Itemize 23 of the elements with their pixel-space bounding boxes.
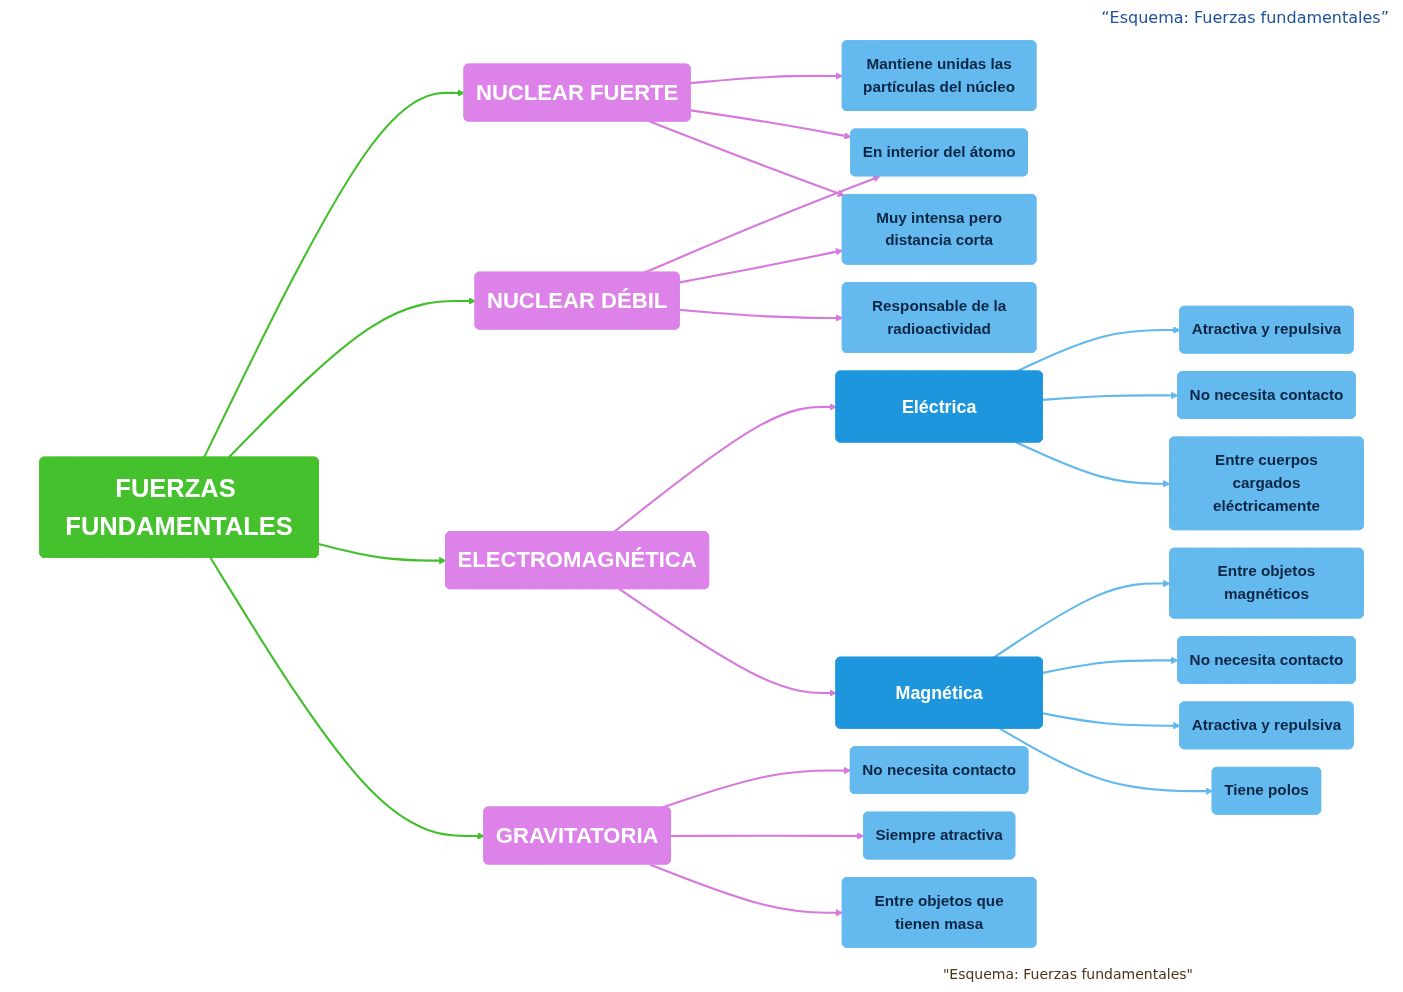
arrow [649, 863, 844, 917]
arrow [1042, 712, 1181, 730]
caption: "Esquema: Fuerzas fundamentales" [942, 966, 1193, 982]
title: “Esquema: Fuerzas fundamentales” [1101, 8, 1389, 27]
arrow [618, 588, 837, 697]
arrow [690, 72, 844, 85]
arrow [203, 89, 465, 459]
arrow [644, 175, 881, 274]
arrow [649, 120, 845, 197]
arrow [318, 543, 447, 565]
arrow [209, 557, 485, 840]
arrow [690, 109, 852, 140]
arrow [679, 248, 844, 284]
arrow [1042, 391, 1179, 401]
arrow [670, 832, 865, 840]
arrow [662, 766, 852, 809]
arrow [1016, 326, 1181, 373]
arrow [999, 727, 1213, 795]
arrow [992, 579, 1171, 659]
arrow [679, 308, 844, 322]
arrow [1016, 441, 1171, 488]
arrow [227, 297, 476, 459]
arrow [1042, 656, 1179, 674]
